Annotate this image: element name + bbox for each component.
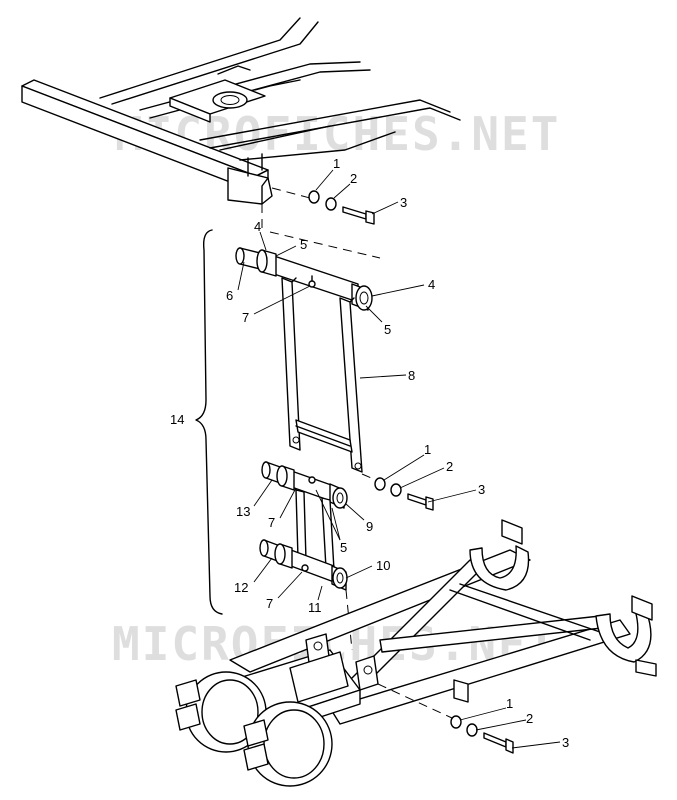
callout-bottom-bolt: 3 [562,735,569,750]
callout-top-lockwasher: 2 [350,171,357,186]
callout-upper-grease-fitting: 7 [242,310,249,325]
callout-upper-bushing-right: 4 [428,277,435,292]
leader-lines [237,169,561,749]
callout-top-washer: 1 [333,156,340,171]
callout-upper-sleeve-left: 5 [300,237,307,252]
callout-labels: 1 2 3 4 5 6 7 4 5 8 1 2 3 13 7 9 5 10 12… [170,156,569,750]
callout-lower-sleeve-9: 9 [366,519,373,534]
washer-icon [308,190,320,204]
callout-upper-sleeve-right: 5 [384,322,391,337]
mid-fasteners [361,473,434,511]
callout-lower-sleeve-11: 11 [308,600,322,615]
arm-8 [281,277,363,473]
bolt-icon [342,206,367,220]
assembly-brace [195,229,223,615]
callout-bottom-lockwasher: 2 [526,711,533,726]
top-fasteners [271,187,375,225]
callout-lower-sleeve-10: 10 [376,558,390,573]
callout-bottom-washer: 1 [506,696,513,711]
bottom-fasteners [377,683,514,754]
lower-frame [175,519,657,787]
callout-lower-fitting-7b: 7 [266,596,273,611]
callout-arm: 8 [408,368,415,383]
callout-upper-bushing-left: 4 [254,219,261,234]
callout-top-bolt: 3 [400,195,407,210]
upper-shaft-assembly [235,247,373,311]
lockwasher-icon [325,197,337,211]
callout-upper-shaft: 6 [226,288,233,303]
callout-mid-lockwasher: 2 [446,459,453,474]
upper-frame [21,17,461,205]
lower-link [295,489,335,571]
callout-mid-bolt: 3 [478,482,485,497]
callout-assembly: 14 [170,412,184,427]
callout-lower-shaft-12: 12 [234,580,248,595]
callout-lower-sleeve-5: 5 [340,540,347,555]
callout-lower-shaft-13: 13 [236,504,250,519]
callout-lower-fitting-7a: 7 [268,515,275,530]
callout-mid-washer: 1 [424,442,431,457]
